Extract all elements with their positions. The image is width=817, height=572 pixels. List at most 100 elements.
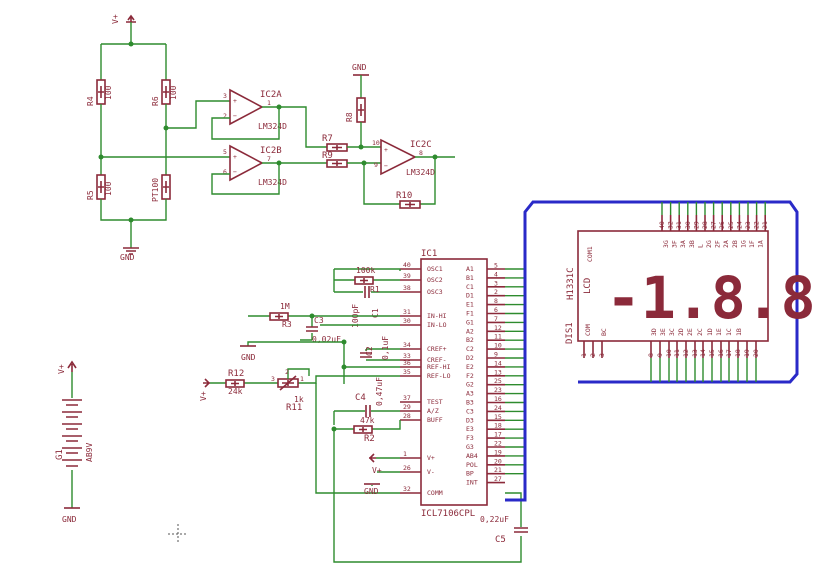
icl-right-pin-label: F3 bbox=[466, 434, 474, 442]
svg-text:R1: R1 bbox=[370, 285, 380, 294]
svg-text:GND: GND bbox=[241, 353, 256, 362]
lcd-top-seg: 2F bbox=[714, 240, 722, 248]
lcd-top-seg: L bbox=[696, 244, 704, 248]
lcd-bot-pin-num: 17 bbox=[725, 349, 733, 357]
icl-right-pin-label: D3 bbox=[466, 416, 474, 424]
icl-right-pin-num: 4 bbox=[494, 270, 498, 278]
svg-text:C3: C3 bbox=[314, 316, 324, 325]
icl-right-pin-label: F2 bbox=[466, 372, 474, 380]
icl-left-pin-num: 26 bbox=[403, 464, 411, 472]
lcd-top-pin-num: 21 bbox=[761, 221, 769, 229]
lcd-top-pin-num: 40 bbox=[658, 221, 666, 229]
icl-right-pin-num: 17 bbox=[494, 431, 502, 439]
ic2a-label: IC2A bbox=[260, 90, 282, 100]
lcd-top-pin-num: 26 bbox=[718, 221, 726, 229]
svg-text:9: 9 bbox=[374, 161, 378, 169]
lcd-top-seg: 2B bbox=[731, 240, 739, 248]
icl-left-pin-label: OSC3 bbox=[427, 288, 443, 296]
icl-right-pin-num: 11 bbox=[494, 333, 502, 341]
lcd-bot-pin-num: 9 bbox=[656, 353, 664, 357]
icl-left-pin-num: 35 bbox=[403, 368, 411, 376]
lcd-bot-pin-num: 15 bbox=[708, 349, 716, 357]
icl-right-pin-label: AB4 bbox=[466, 452, 478, 460]
svg-text:R9: R9 bbox=[322, 151, 333, 161]
svg-text:C2: C2 bbox=[365, 346, 374, 356]
r5-value: 100 bbox=[104, 181, 113, 196]
icl-right-pin-label: B3 bbox=[466, 399, 474, 407]
icl-right-pin-num: 23 bbox=[494, 386, 502, 394]
svg-text:GND: GND bbox=[364, 487, 379, 496]
r6-label: R6 bbox=[151, 96, 160, 106]
icl-right-pin-num: 13 bbox=[494, 368, 502, 376]
battery-g1: V+ G1 AB9V GND bbox=[55, 360, 94, 524]
lcd-top-pin-num: 32 bbox=[667, 221, 675, 229]
icl-left-pin-label: TEST bbox=[427, 398, 443, 406]
lcd-top-pins: 403G323F313A303B29L282G272F262A252B241G2… bbox=[658, 202, 769, 248]
icl-right-pin-num: 15 bbox=[494, 413, 502, 421]
icl-right-pin-label: F1 bbox=[466, 310, 474, 318]
icl-right-pin-label: D2 bbox=[466, 354, 474, 362]
lcd-bot-pin-num: 14 bbox=[699, 349, 707, 357]
svg-text:2: 2 bbox=[223, 112, 227, 120]
ic2a-part: LM324D bbox=[258, 122, 287, 131]
lcd-top-pin-num: 22 bbox=[753, 221, 761, 229]
svg-text:47k: 47k bbox=[360, 416, 375, 425]
lcd-bot-seg: 3E bbox=[659, 328, 667, 336]
lcd-top-pin-num: 24 bbox=[735, 221, 743, 229]
icl-left-pin-label: OSC2 bbox=[427, 276, 443, 284]
origin-marker bbox=[168, 524, 188, 544]
svg-text:1k: 1k bbox=[294, 395, 304, 404]
svg-text:0,22uF: 0,22uF bbox=[480, 515, 509, 524]
icl-left-pin-num: 1 bbox=[403, 450, 407, 458]
lcd-top-pin-num: 23 bbox=[744, 221, 752, 229]
icl-right-pin-num: 27 bbox=[494, 475, 502, 483]
lcd-bot-seg: COM bbox=[584, 324, 592, 336]
lcd-bot-seg: 3D bbox=[650, 328, 658, 336]
svg-text:6: 6 bbox=[223, 168, 227, 176]
lcd-bot-pin-num: 1 bbox=[580, 353, 588, 357]
lcd-dis1: DIS1 bbox=[565, 322, 575, 344]
icl-left-pin-num: 28 bbox=[403, 412, 411, 420]
icl-right-pin-num: 21 bbox=[494, 466, 502, 474]
lcd-top-pin-num: 31 bbox=[675, 221, 683, 229]
lcd-bot-pin-num: 2 bbox=[589, 353, 597, 357]
svg-text:2: 2 bbox=[285, 368, 289, 376]
icl-left-pin-num: 32 bbox=[403, 485, 411, 493]
icl-left-pin-label: REF-HI bbox=[427, 363, 451, 371]
svg-text:0,1uF: 0,1uF bbox=[381, 336, 390, 360]
icl-left-pin-label: COMM bbox=[427, 489, 443, 497]
lcd-bot-seg: 1D bbox=[706, 328, 714, 336]
icl-left-pin-label: CREF+ bbox=[427, 345, 447, 353]
icl-left-pin-label: IN-LO bbox=[427, 321, 447, 329]
lcd-bot-seg: 2E bbox=[686, 328, 694, 336]
icl-left-pin-num: 39 bbox=[403, 272, 411, 280]
icl-left-pin-num: 33 bbox=[403, 352, 411, 360]
lcd-bot-seg: BC bbox=[600, 328, 608, 336]
svg-text:3: 3 bbox=[223, 92, 227, 100]
svg-text:24k: 24k bbox=[228, 387, 243, 396]
icl-right-pin-label: E2 bbox=[466, 363, 474, 371]
lcd-bot-pin-num: 12 bbox=[682, 349, 690, 357]
svg-text:100k: 100k bbox=[356, 266, 375, 275]
icl-left-pin-num: 40 bbox=[403, 261, 411, 269]
lcd-top-seg: 1A bbox=[757, 240, 765, 248]
icl-left-pin-num: 31 bbox=[403, 308, 411, 316]
icl7106-chip: IC1 ICL7106CPL bbox=[420, 249, 488, 519]
svg-text:1: 1 bbox=[300, 375, 304, 383]
icl-right-pin-label: A1 bbox=[466, 265, 474, 273]
icl-left-pin-label: V- bbox=[427, 468, 435, 476]
lcd-top-seg: 3G bbox=[662, 240, 670, 248]
icl-right-pin-num: 25 bbox=[494, 377, 502, 385]
icl-left-pin-label: BUFF bbox=[427, 416, 443, 424]
icl-left-pin-num: 34 bbox=[403, 341, 411, 349]
lcd-bot-pin-num: 13 bbox=[691, 349, 699, 357]
icl-left-pin-num: 38 bbox=[403, 284, 411, 292]
svg-text:V+: V+ bbox=[199, 391, 208, 401]
svg-text:AB9V: AB9V bbox=[85, 443, 94, 462]
lcd-bot-pin-num: 10 bbox=[665, 349, 673, 357]
svg-text:−: − bbox=[233, 168, 237, 176]
lcd-top-seg: 1G bbox=[739, 240, 747, 248]
